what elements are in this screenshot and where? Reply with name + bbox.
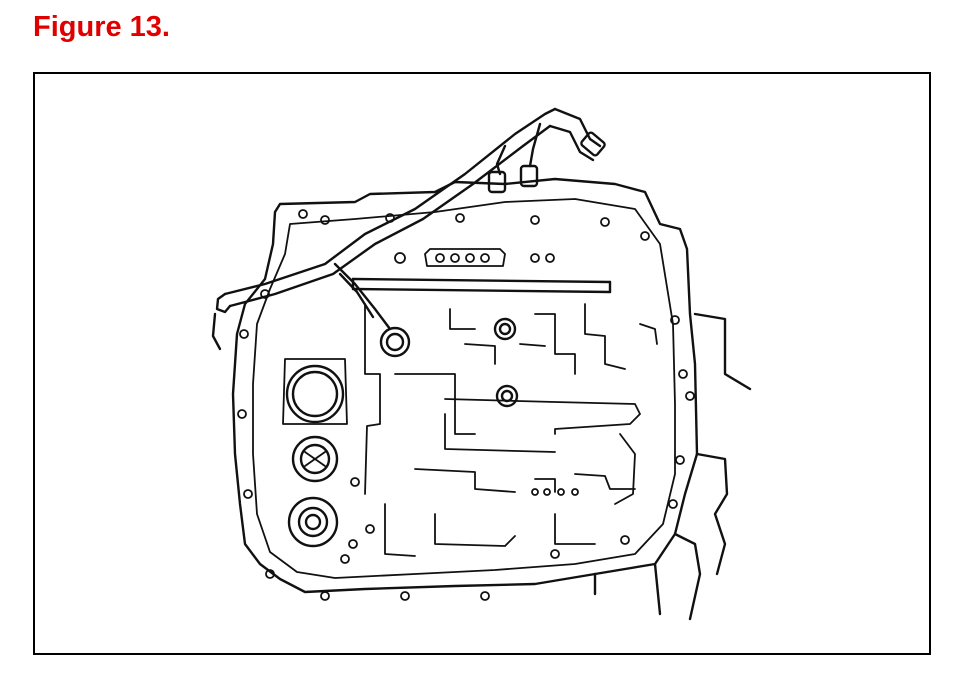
housing-edge (593, 312, 752, 621)
solenoid-connector (379, 326, 411, 358)
solenoid-middle (291, 435, 339, 483)
valve-passages (340, 303, 658, 564)
upper-port-cluster (394, 248, 555, 267)
bolt-holes (237, 209, 695, 601)
solenoid-upper (282, 358, 348, 425)
cross-tube (351, 277, 612, 294)
wire-harness (211, 107, 606, 351)
solenoid-lower (287, 496, 339, 548)
figure-title: Figure 13. (33, 11, 170, 43)
valve-body-illustration (211, 107, 752, 621)
diagram-frame (33, 72, 931, 655)
center-plugs (493, 317, 519, 408)
